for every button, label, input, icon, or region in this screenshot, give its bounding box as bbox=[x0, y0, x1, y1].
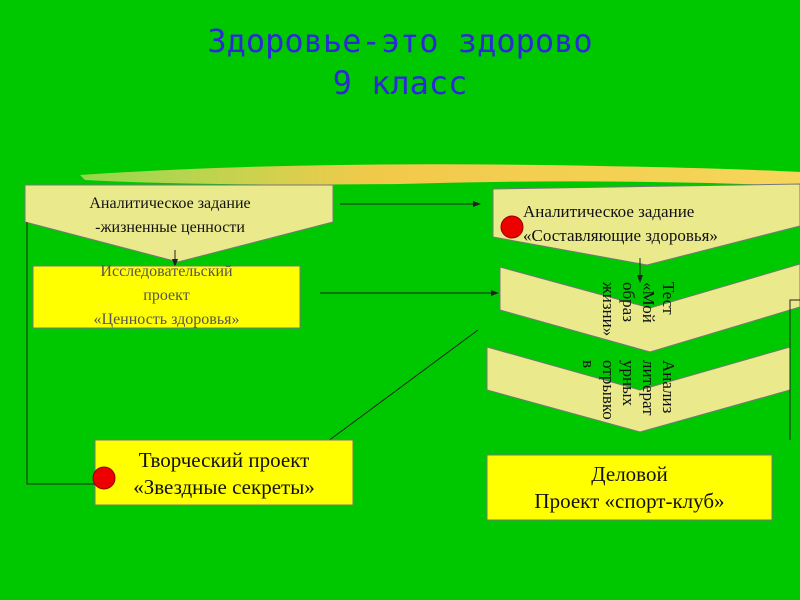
test-text: Тест «Мой образ жизни» bbox=[598, 282, 678, 392]
test-chevron bbox=[499, 263, 800, 353]
text-col: урных bbox=[619, 360, 638, 407]
creative-project-box bbox=[94, 439, 354, 506]
text-col: отрывко bbox=[599, 360, 618, 420]
brush-stroke-divider bbox=[80, 164, 800, 186]
text-line: Аналитическое задание bbox=[89, 195, 251, 212]
text-col: литерат bbox=[639, 360, 658, 416]
text-line: Проект «спорт-клуб» bbox=[534, 489, 725, 513]
left-analytic-task-text: Аналитическое задание -жизненные ценност… bbox=[40, 192, 300, 240]
text-col: в bbox=[579, 360, 598, 369]
text-line: «Звездные секреты» bbox=[133, 475, 315, 499]
business-project-text: Деловой Проект «спорт-клуб» bbox=[487, 461, 772, 515]
right-analytic-task-text: Аналитическое задание «Составляющие здор… bbox=[523, 200, 793, 248]
title-line1: Здоровье-это здорово bbox=[207, 22, 593, 60]
text-line: «Ценность здоровья» bbox=[93, 311, 240, 328]
text-col: Тест bbox=[659, 282, 678, 315]
marker-dot bbox=[500, 215, 524, 239]
research-project-text: Исследовательский проект «Ценность здоро… bbox=[33, 260, 300, 332]
marker-dot bbox=[92, 466, 116, 490]
text-line: Творческий проект bbox=[138, 448, 310, 472]
creative-project-text: Творческий проект «Звездные секреты» bbox=[95, 447, 353, 501]
research-project-box bbox=[32, 265, 301, 329]
text-line: -жизненные ценности bbox=[95, 219, 245, 236]
text-line: проект bbox=[143, 287, 190, 304]
text-col: образ bbox=[619, 282, 638, 322]
text-line: Исследовательский bbox=[100, 263, 233, 280]
business-project-box bbox=[486, 454, 773, 521]
text-line: Аналитическое задание bbox=[523, 202, 695, 221]
text-col: «Мой bbox=[639, 282, 658, 323]
text-line: «Составляющие здоровья» bbox=[523, 226, 718, 245]
text-col: жизни» bbox=[599, 282, 618, 337]
text-col: Анализ bbox=[659, 360, 678, 414]
text-line: Деловой bbox=[591, 462, 668, 486]
left-analytic-chevron bbox=[24, 184, 334, 263]
analysis-text: Анализ литерат урных отрывко в bbox=[578, 360, 678, 440]
right-analytic-chevron bbox=[492, 183, 800, 266]
left-connector-line bbox=[26, 222, 95, 485]
title-line2: 9 класс bbox=[332, 64, 468, 102]
